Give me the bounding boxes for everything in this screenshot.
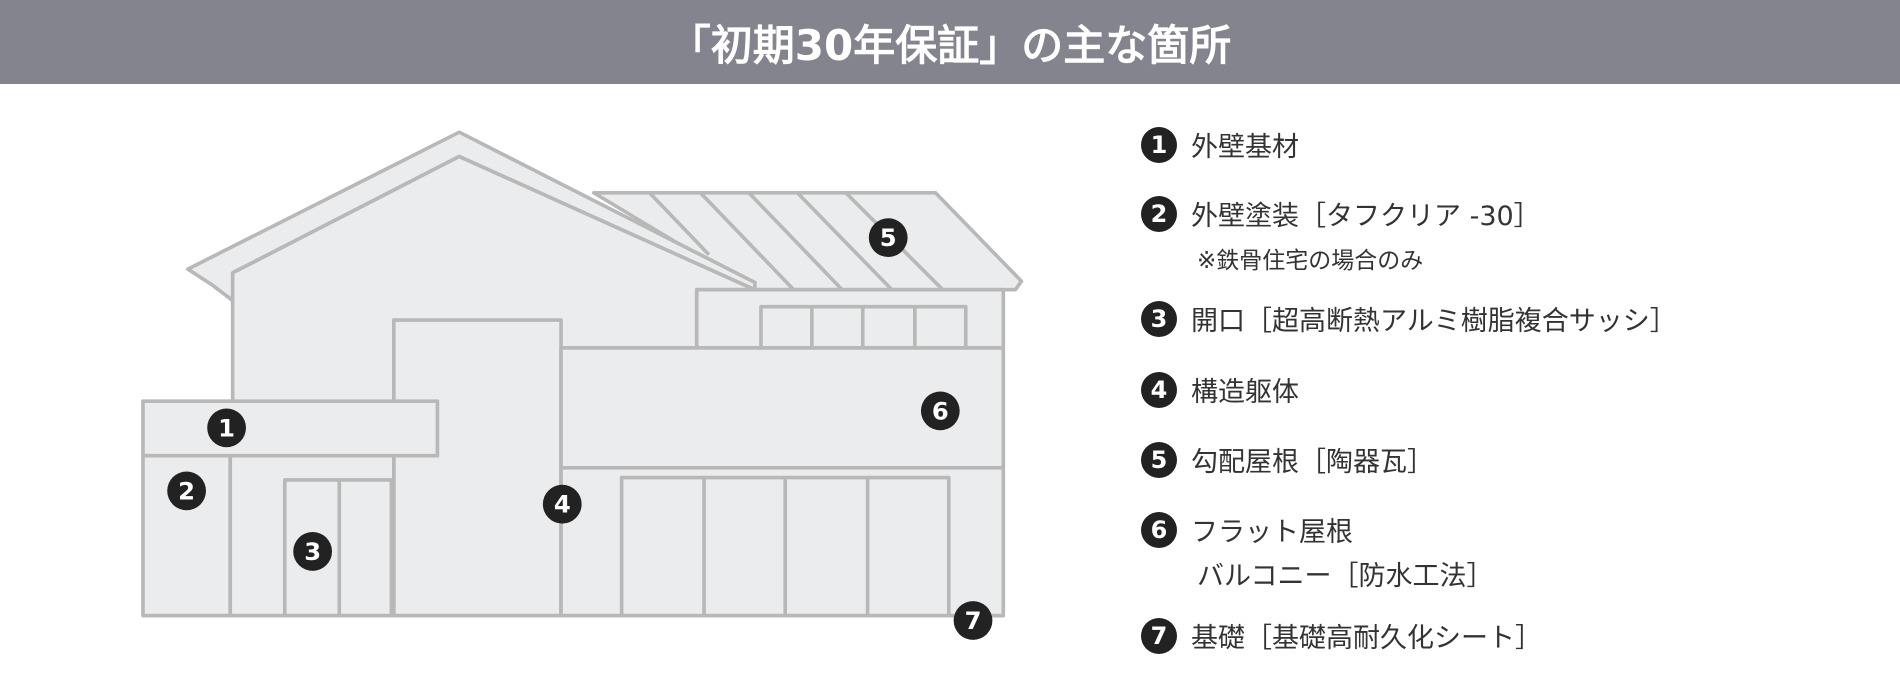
legend-label: 勾配屋根［陶器瓦］ [1191, 447, 1434, 478]
main-gable-roof [186, 130, 757, 303]
number-badge: 4 [1141, 371, 1177, 408]
legend-label: 開口［超高断熱アルミ樹脂複合サッシ］ [1191, 306, 1677, 337]
svg-text:2: 2 [178, 477, 195, 505]
number-badge: 1 [1141, 126, 1177, 163]
number-badge: 6 [1141, 511, 1177, 548]
legend-note: ※鉄骨住宅の場合のみ [1197, 248, 1424, 274]
legend-item: 1 外壁基材 [1141, 125, 1299, 164]
number-badge: 7 [1141, 617, 1177, 654]
badge-5: 5 [868, 218, 908, 257]
header-bar: 「初期30年保証」の主な箇所 [0, 0, 1900, 84]
number-badge: 3 [1141, 300, 1177, 337]
canopy [141, 399, 440, 458]
legend-label: 外壁基材 [1191, 132, 1299, 163]
svg-text:6: 6 [932, 397, 949, 425]
svg-text:1: 1 [218, 414, 235, 442]
legend-note: バルコニー［防水工法］ [1197, 561, 1494, 592]
badge-1: 1 [207, 408, 246, 448]
badge-6: 6 [920, 391, 960, 431]
badge-2: 2 [167, 471, 206, 511]
legend-item: 5 勾配屋根［陶器瓦］ [1141, 440, 1434, 479]
legend-label: 外壁塗装［タフクリア -30］ [1191, 201, 1541, 232]
legend-item: 6 フラット屋根 [1141, 510, 1353, 549]
legend-label: 構造躯体 [1191, 377, 1299, 408]
svg-text:4: 4 [554, 491, 571, 519]
legend-item: 4 構造躯体 [1141, 370, 1299, 409]
legend-item: 3 開口［超高断熱アルミ樹脂複合サッシ］ [1141, 299, 1677, 338]
page-title: 「初期30年保証」の主な箇所 [668, 20, 1232, 70]
legend-item: 2 外壁塗装［タフクリア -30］ [1141, 194, 1541, 233]
legend-label: フラット屋根 [1191, 517, 1353, 548]
svg-text:5: 5 [880, 224, 897, 252]
badge-4: 4 [542, 484, 582, 524]
svg-text:7: 7 [965, 607, 982, 635]
middle-tall-box [391, 318, 563, 618]
badge-3: 3 [293, 532, 333, 571]
number-badge: 5 [1141, 441, 1177, 478]
number-badge: 2 [1141, 195, 1177, 232]
badge-7: 7 [953, 601, 993, 640]
svg-text:3: 3 [304, 538, 321, 566]
legend-label: 基礎［基礎高耐久化シート］ [1191, 623, 1542, 654]
legend-item: 7 基礎［基礎高耐久化シート］ [1141, 616, 1542, 655]
